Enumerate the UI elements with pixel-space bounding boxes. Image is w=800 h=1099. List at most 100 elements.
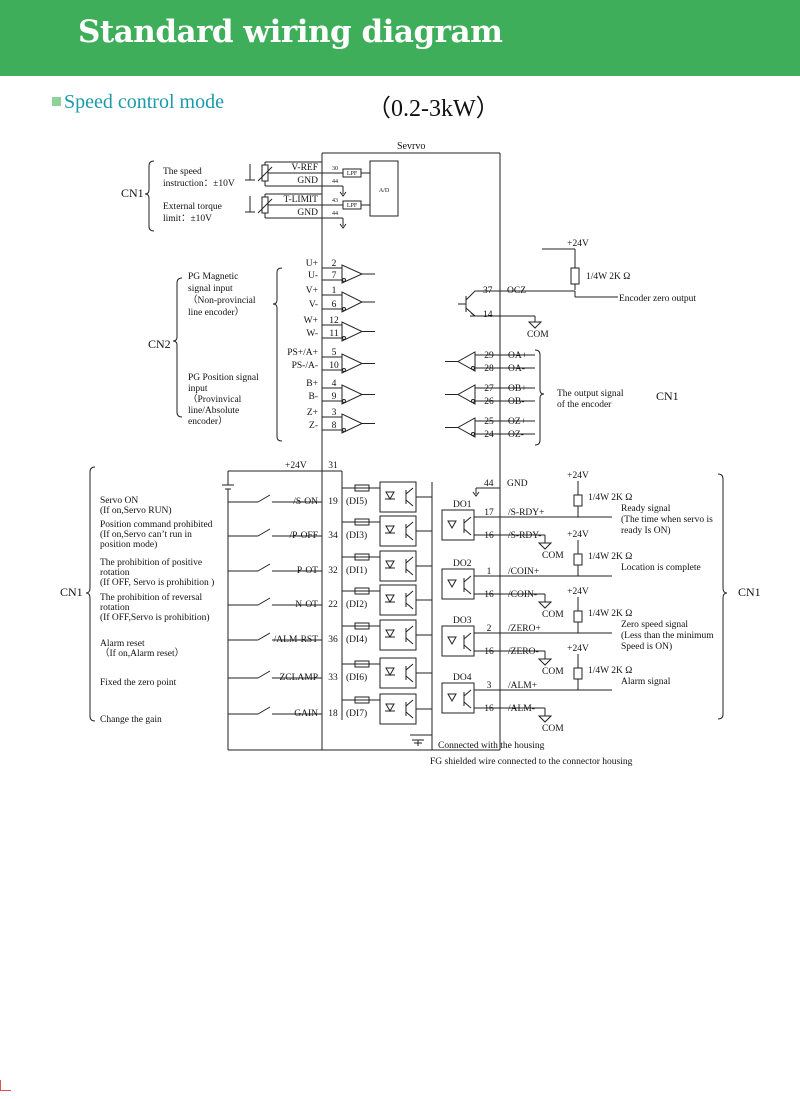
mode-label: Speed control mode <box>64 91 224 113</box>
di-pin-number: 33 <box>328 673 338 683</box>
do-description: ready Is ON) <box>621 525 671 536</box>
di-pin-number: 36 <box>328 635 338 645</box>
di-channel-label: (DI7) <box>346 708 367 719</box>
do-description: Ready signal <box>621 504 671 514</box>
di-supply-name: +24V <box>285 461 307 471</box>
encoder-input-name: PS-/A- <box>292 361 318 371</box>
inverter-dot <box>342 278 346 282</box>
phototransistor-icon <box>405 663 414 683</box>
encoder-input-name: Z+ <box>307 408 318 418</box>
di-pin-number: 19 <box>328 497 338 507</box>
receiver-icon <box>341 413 364 434</box>
di-signal-name: ZCLAMP <box>279 673 318 683</box>
optocoupler-box <box>379 657 417 689</box>
di-pin-number: 34 <box>328 531 338 541</box>
pg-position-desc: encoder） <box>188 415 228 427</box>
analog-signal-name: GND <box>297 208 318 218</box>
optocoupler-box <box>441 568 475 600</box>
encoder-input-pin: 10 <box>329 361 339 371</box>
di-description: Change the gain <box>100 715 162 725</box>
phototransistor-icon <box>463 689 472 709</box>
inverter-dot <box>342 336 346 340</box>
pg-magnetic-desc: signal input <box>188 284 233 294</box>
phototransistor-icon <box>405 487 414 507</box>
do-signal-name: /COIN+ <box>508 567 539 577</box>
do-signal-name: /COIN- <box>508 590 537 600</box>
arrow-icon <box>472 491 480 497</box>
transistor-icon <box>458 290 500 317</box>
encoder-input-pin: 3 <box>332 408 337 418</box>
corner-mark <box>0 1080 11 1091</box>
wire <box>534 349 545 446</box>
optocoupler-box <box>441 625 475 657</box>
do-resistor-label: 1/4W 2K Ω <box>588 666 632 676</box>
pg-magnetic-desc: line encoder） <box>188 306 244 318</box>
encoder-input-pin: 1 <box>332 286 337 296</box>
encoder-input-name: W+ <box>304 316 318 326</box>
switch-icon <box>257 494 271 503</box>
wiper-arrow <box>257 166 273 182</box>
di-channel-label: (DI1) <box>346 565 367 576</box>
do-description: Speed is ON) <box>621 641 672 652</box>
wiper-arrow <box>257 198 273 214</box>
led-icon <box>385 667 395 677</box>
encoder-input-pin: 11 <box>329 329 338 339</box>
do-com-label: COM <box>542 551 564 561</box>
analog-pin-number: 30 <box>332 166 338 172</box>
potentiometer-icon <box>261 164 269 182</box>
do-pin-number: 17 <box>484 508 494 518</box>
phototransistor-icon <box>405 556 414 576</box>
arrow-icon <box>339 223 347 229</box>
do-signal-name: /S-RDY- <box>508 531 541 541</box>
resistor-icon <box>573 494 583 507</box>
encoder-output-pin: 28 <box>484 364 494 374</box>
encoder-zero-resistor: 1/4W 2K Ω <box>586 272 630 282</box>
encoder-output-name: OB+ <box>508 384 527 394</box>
encoder-output-pin: 27 <box>484 384 494 394</box>
encoder-input-name: V- <box>309 300 318 310</box>
di-pin-number: 32 <box>328 566 338 576</box>
phototransistor-icon <box>463 632 472 652</box>
di-signal-name: /S-ON <box>293 497 318 507</box>
encoder-input-name: B+ <box>306 379 318 389</box>
analog-pin-number: 43 <box>332 198 338 204</box>
encoder-input-pin: 2 <box>332 259 337 269</box>
bullet-icon <box>52 97 61 106</box>
di-signal-name: /P-OFF <box>289 531 318 541</box>
di-channel-label: (DI5) <box>346 496 367 507</box>
di-description: rotation <box>100 568 130 578</box>
driver-icon <box>456 417 476 438</box>
encoder-zero-gnd-pin: 14 <box>483 310 493 320</box>
do-supply-label: +24V <box>567 530 589 540</box>
phototransistor-icon <box>405 590 414 610</box>
encoder-input-pin: 8 <box>332 421 337 431</box>
di-description: Alarm reset <box>100 639 145 649</box>
do-description: (The time when servo is <box>621 514 713 525</box>
com-ground-icon <box>537 658 553 666</box>
do-signal-name: /ALM- <box>508 704 535 714</box>
encoder-zero-name: OCZ <box>507 286 526 296</box>
servo-label: Sevrvo <box>397 141 425 152</box>
switch-icon <box>257 632 271 641</box>
di-description: The prohibition of positive <box>100 557 202 568</box>
com-ground-icon <box>537 715 553 723</box>
wire <box>717 473 728 720</box>
optocoupler-box <box>441 509 475 541</box>
encoder-input-pin: 5 <box>332 348 337 358</box>
di-channel-label: (DI4) <box>346 634 367 645</box>
do-supply-label: +24V <box>567 587 589 597</box>
di-signal-name: /ALM-RST <box>274 635 319 645</box>
optocoupler-box <box>379 693 417 725</box>
switch-icon <box>257 597 271 606</box>
pg-magnetic-desc: PG Magnetic <box>188 272 238 282</box>
optocoupler-box <box>379 550 417 582</box>
do-pin-number: 16 <box>484 531 494 541</box>
wire <box>144 160 155 232</box>
di-description: position mode) <box>100 539 157 550</box>
di-pin-number: 22 <box>328 600 338 610</box>
optocoupler-box <box>441 682 475 714</box>
di-channel-label: (DI3) <box>346 530 367 541</box>
di-description: Position command prohibited <box>100 520 213 530</box>
do-description: Alarm signal <box>621 677 671 687</box>
